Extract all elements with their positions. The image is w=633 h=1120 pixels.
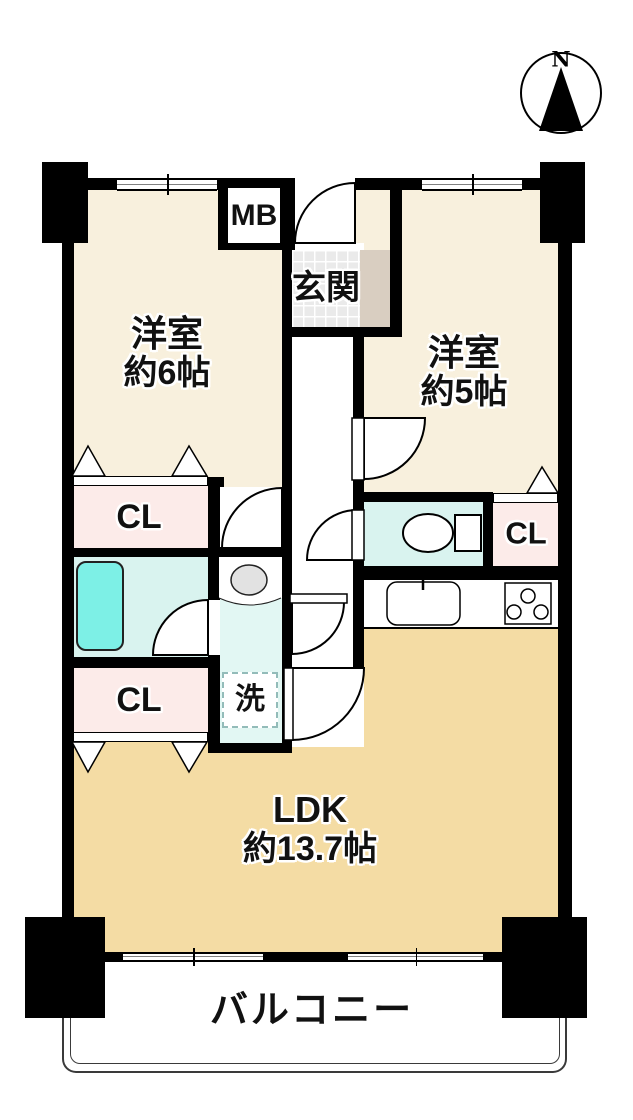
closet-right-label: CL: [505, 515, 547, 551]
closet-right: [493, 503, 558, 566]
room6-door-swing: [220, 486, 283, 549]
window-tick: [472, 174, 474, 195]
window-tick: [415, 948, 417, 966]
wall-toilet-right: [483, 492, 493, 567]
window-room6: [117, 174, 217, 195]
closet-upper-door-triangle-2: [170, 444, 209, 477]
wall-bottom-1: [105, 952, 123, 962]
wall-kitchen-top: [353, 566, 572, 577]
closet-upper-door-triangle-1: [70, 444, 107, 477]
pillar-bottom-right: [502, 917, 587, 1018]
wall-bath-top: [62, 548, 208, 557]
wall-bottom-3: [483, 952, 502, 962]
compass-needle-icon: [539, 67, 583, 131]
wall-room5-bottom: [353, 492, 483, 502]
window-ldk-left: [123, 948, 263, 966]
window-tick: [193, 948, 195, 966]
stove-burner-2: [506, 604, 522, 620]
wall-mid-vertical-upper: [208, 477, 220, 600]
wall-bottom-2: [263, 952, 348, 962]
entrance-door-swing: [293, 181, 356, 244]
room5-size: 約5帖: [420, 373, 508, 412]
laundry-pan: [222, 672, 278, 728]
wall-genkan-right: [390, 178, 402, 337]
room5-door-swing: [363, 417, 427, 481]
bathtub-icon: [76, 561, 124, 651]
wall-right-outer: [558, 190, 572, 917]
ldk-door-swing: [291, 667, 366, 742]
genkan-label: 玄関: [292, 268, 360, 307]
wall-room6-bottom-stub: [218, 477, 224, 487]
room5-door-leaf: [351, 417, 365, 481]
balcony-railing-inner: [70, 1018, 560, 1064]
toilet-bowl-icon: [402, 513, 454, 553]
bath-door-gap: [208, 600, 220, 655]
stove-burner-1: [520, 588, 536, 604]
wall-washroom-top: [208, 547, 292, 557]
closet-right-door-triangle: [525, 465, 560, 494]
bath-door-swing: [151, 598, 209, 656]
closet-lower-door-triangle-1: [70, 741, 107, 774]
room6-size: 約6帖: [123, 354, 211, 393]
wall-bath-bottom: [62, 657, 208, 668]
closet-lower-left: [70, 668, 208, 732]
genkan-step: [360, 250, 390, 327]
washbasin-counter-edge: [218, 597, 282, 606]
ldk-name: LDK: [273, 788, 347, 830]
meter-box-label: MB: [230, 199, 278, 233]
wall-corridor-left: [282, 250, 292, 747]
washbasin-icon: [230, 564, 268, 596]
closet-upper-left: [70, 486, 208, 549]
ldk-door-leaf: [283, 667, 294, 741]
window-tick: [167, 174, 169, 195]
window-ldk-right: [348, 948, 483, 966]
wall-top-4: [402, 178, 422, 190]
window-room5: [422, 174, 522, 195]
wall-mid-vertical-lower: [208, 655, 220, 753]
genkan-tile-floor: [292, 250, 360, 327]
closet-right-door-track: [493, 493, 558, 503]
toilet-door-leaf: [351, 509, 365, 561]
wall-genkan-bottom: [282, 327, 402, 337]
balcony-label: バルコニー: [209, 989, 415, 1032]
wall-corridor-right: [353, 337, 364, 672]
room5-label: 洋室 約5帖: [420, 331, 508, 412]
closet-lower-door-triangle-2: [170, 741, 209, 774]
pillar-bottom-left: [25, 917, 105, 1018]
closet-upper-left-label: CL: [116, 497, 162, 536]
compass-north-label: N: [551, 46, 571, 72]
washroom-door-swing: [291, 601, 346, 656]
room6-label: 洋室 約6帖: [123, 312, 211, 393]
pillar-top-left: [42, 162, 88, 243]
room6-name: 洋室: [130, 312, 204, 354]
laundry-label: 洗: [235, 683, 265, 717]
toilet-tank-icon: [454, 514, 482, 552]
toilet-door-swing: [305, 508, 358, 561]
pillar-top-right: [540, 162, 585, 243]
closet-lower-left-label: CL: [116, 680, 162, 719]
room5-name: 洋室: [427, 331, 501, 373]
stove-burner-3: [533, 604, 549, 620]
washroom-door-leaf: [289, 593, 348, 604]
ldk-size: 約13.7帖: [242, 830, 378, 869]
wall-washroom-bottom: [208, 743, 292, 753]
balcony-railing-outer: [62, 1018, 567, 1073]
meter-box-interior: [228, 188, 280, 243]
ldk-label: LDK 約13.7帖: [242, 788, 378, 869]
